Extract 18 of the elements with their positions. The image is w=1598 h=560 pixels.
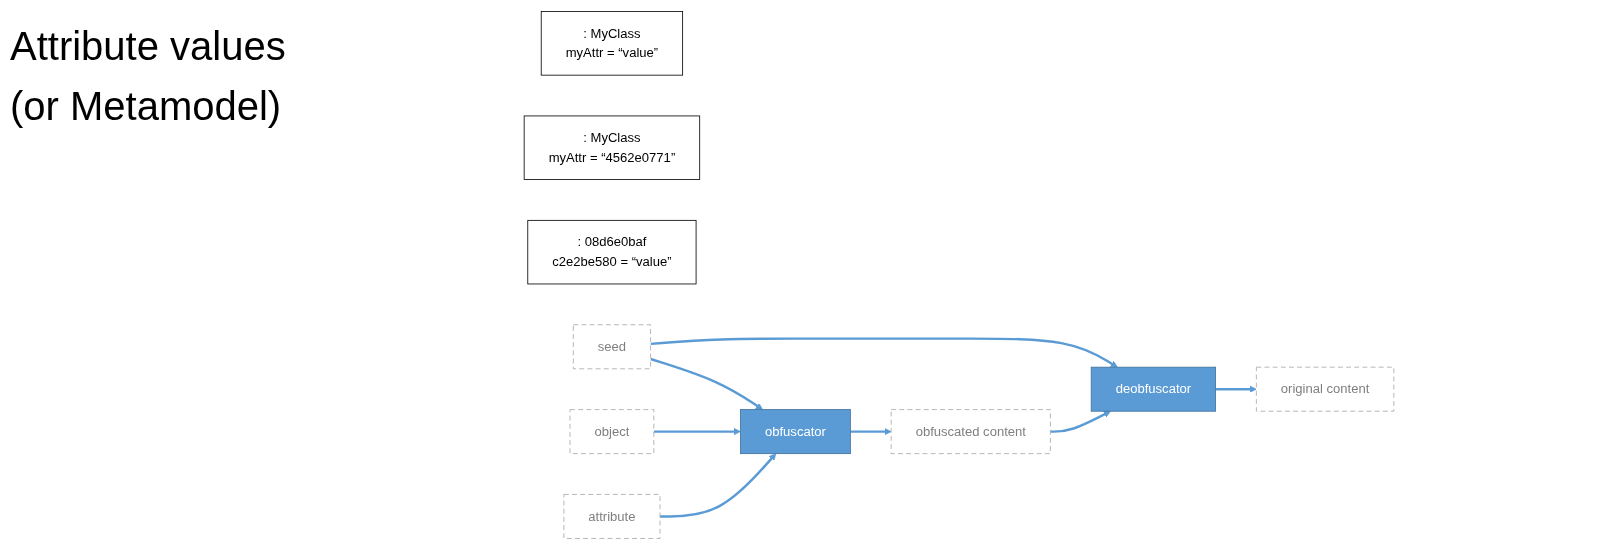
node-box: object [569, 409, 655, 455]
node-box: attribute [563, 494, 661, 539]
node-box: : 08d6e0baf c2e2be580 = “value” [527, 219, 697, 285]
node-box: deobfuscator [1090, 366, 1216, 412]
arrow [1050, 410, 1111, 433]
node-box: obfuscated content [890, 409, 1051, 455]
node-box: : MyClass myAttr = “4562e0771” [523, 115, 701, 180]
arrow [1215, 385, 1257, 393]
arrow [650, 337, 1118, 368]
arrow [660, 453, 777, 518]
arrow [650, 357, 763, 410]
arrow [850, 428, 892, 436]
arrow [653, 428, 741, 436]
node-box: obfuscator [740, 409, 851, 455]
node-box: : MyClass myAttr = “value” [540, 11, 684, 76]
node-box: original content [1255, 366, 1395, 412]
node-box: seed [572, 324, 651, 370]
title: Attribute values (or Metamodel) [9, 23, 287, 130]
